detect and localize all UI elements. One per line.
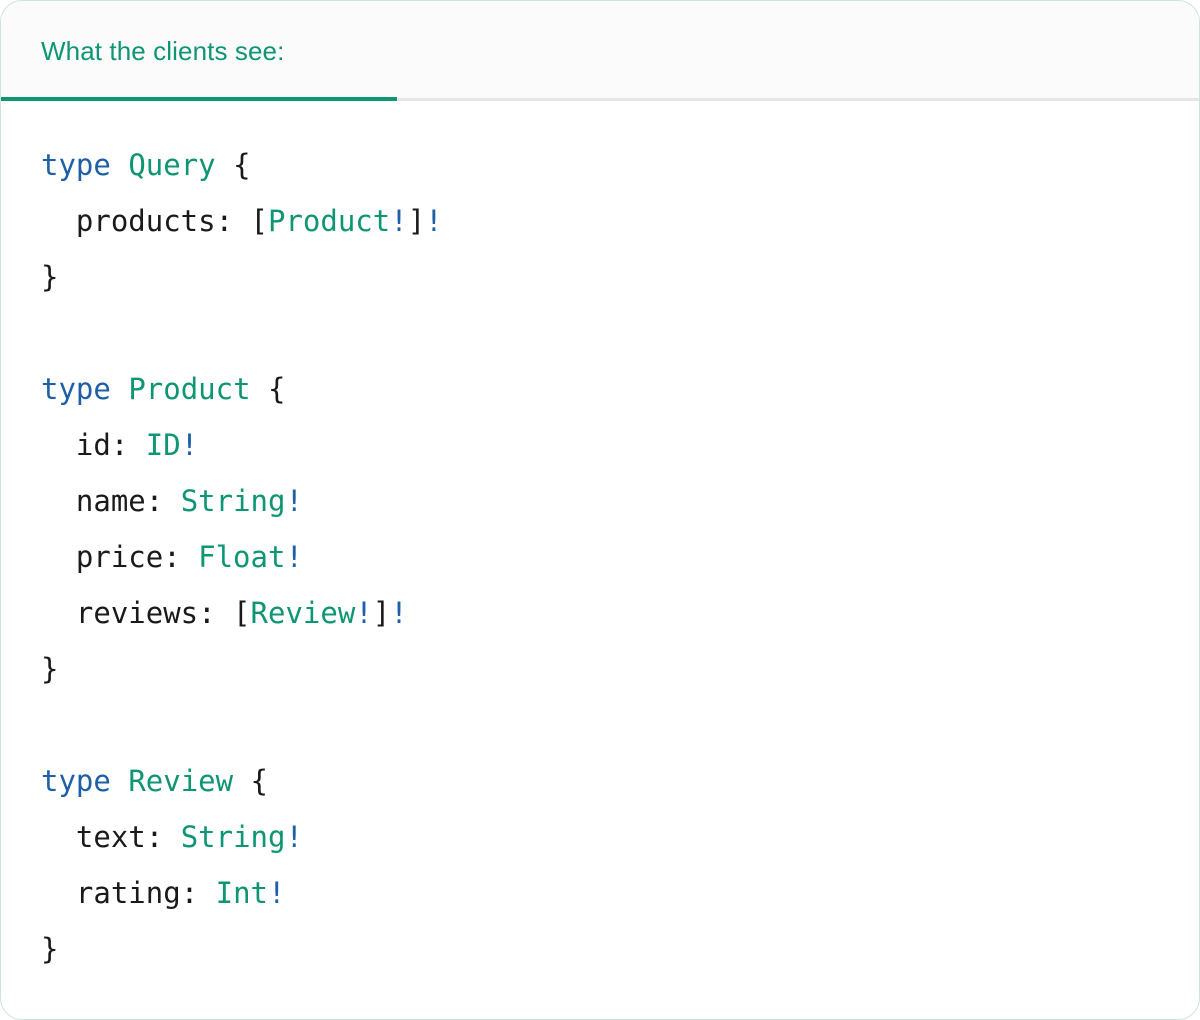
code-token-punct: }: [41, 260, 59, 294]
code-token-type: Review: [250, 596, 356, 630]
code-token-field: id: [41, 428, 111, 462]
code-token-punct: [111, 148, 128, 182]
code-token-field: text: [41, 820, 146, 854]
tab-bar: What the clients see:: [1, 1, 1199, 101]
code-token-punct: [111, 764, 128, 798]
code-root: type Query { products: [Product!]! } typ…: [41, 137, 1159, 977]
code-viewer[interactable]: type Query { products: [Product!]! } typ…: [1, 101, 1199, 1019]
code-token-type: Product: [128, 372, 251, 406]
code-line: products: [Product!]!: [41, 193, 1159, 249]
code-token-type: Int: [215, 876, 268, 910]
code-line: }: [41, 641, 1159, 697]
code-token-type: Query: [128, 148, 216, 182]
code-token-punct: :: [110, 428, 146, 462]
code-token-bang: !: [390, 204, 408, 238]
code-token-bang: !: [355, 596, 373, 630]
code-line: [41, 305, 1159, 361]
code-token-punct: :: [180, 876, 216, 910]
code-line: }: [41, 921, 1159, 977]
code-line: type Product {: [41, 361, 1159, 417]
code-token-punct: }: [41, 652, 59, 686]
code-token-punct: :: [145, 484, 181, 518]
code-token-type: Float: [198, 540, 286, 574]
code-token-bang: !: [180, 428, 199, 462]
code-line: name: String!: [41, 473, 1159, 529]
code-token-type: String: [180, 820, 286, 854]
code-token-punct: :: [163, 540, 199, 574]
code-token-kw: type: [41, 764, 111, 798]
code-token-punct: {: [250, 372, 286, 406]
code-token-bang: !: [285, 540, 303, 574]
code-token-punct: [111, 372, 128, 406]
code-line: type Query {: [41, 137, 1159, 193]
code-token-bang: !: [390, 596, 408, 630]
code-token-field: name: [41, 484, 146, 518]
code-token-punct: : [: [215, 204, 268, 238]
code-token-punct: {: [215, 148, 251, 182]
code-line: text: String!: [41, 809, 1159, 865]
active-tab-underline: [1, 97, 397, 101]
graphql-schema-code: type Query { products: [Product!]! } typ…: [41, 137, 1159, 977]
code-line: }: [41, 249, 1159, 305]
code-line: type Review {: [41, 753, 1159, 809]
code-token-kw: type: [41, 148, 111, 182]
code-token-field: reviews: [41, 596, 199, 630]
code-token-punct: :: [145, 820, 181, 854]
code-token-type: Review: [128, 764, 234, 798]
code-line: reviews: [Review!]!: [41, 585, 1159, 641]
code-line: id: ID!: [41, 417, 1159, 473]
code-line: rating: Int!: [41, 865, 1159, 921]
code-line: [41, 697, 1159, 753]
code-token-field: price: [41, 540, 164, 574]
code-token-bang: !: [268, 876, 286, 910]
code-token-type: Product: [268, 204, 391, 238]
code-token-punct: }: [41, 932, 59, 966]
code-token-type: String: [180, 484, 286, 518]
code-line: price: Float!: [41, 529, 1159, 585]
code-token-field: products: [41, 204, 216, 238]
code-token-bang: !: [425, 204, 443, 238]
code-token-field: rating: [41, 876, 181, 910]
code-token-punct: : [: [198, 596, 251, 630]
code-token-punct: {: [233, 764, 268, 798]
tab-what-the-clients-see[interactable]: What the clients see:: [1, 1, 397, 101]
code-token-punct: ]: [407, 204, 426, 238]
code-token-punct: ]: [372, 596, 391, 630]
code-token-kw: type: [41, 372, 111, 406]
code-token-type: ID: [145, 428, 181, 462]
code-token-bang: !: [285, 484, 303, 518]
tab-label: What the clients see:: [41, 35, 285, 66]
code-token-bang: !: [285, 820, 303, 854]
